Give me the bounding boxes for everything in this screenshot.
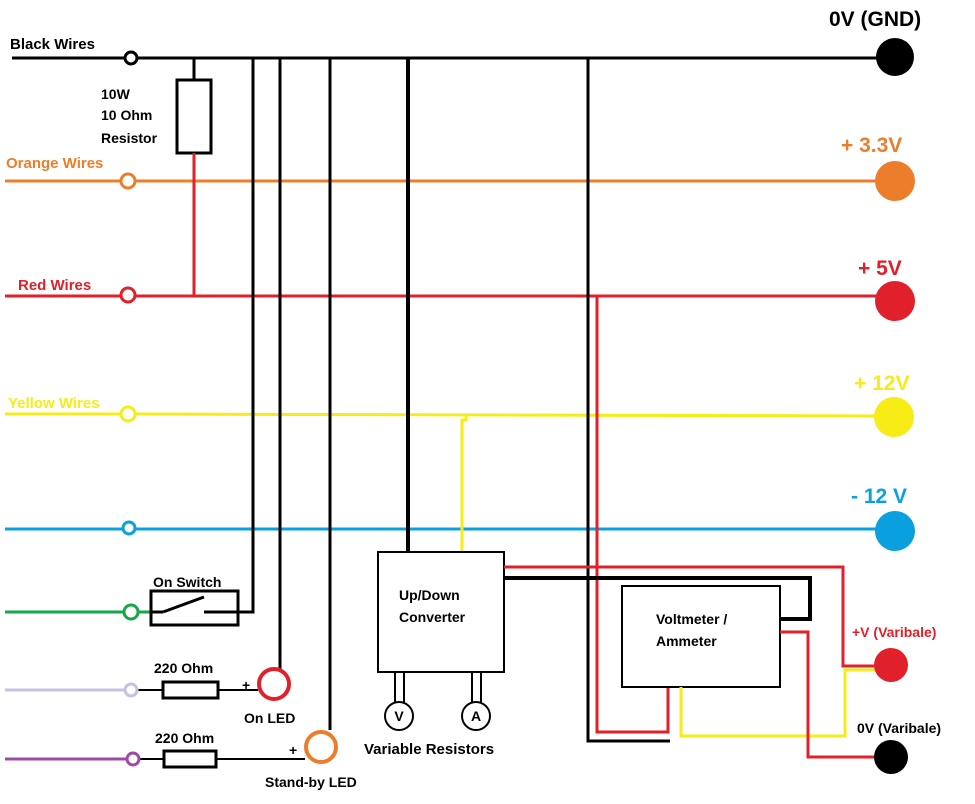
- purple-wire: [5, 751, 164, 767]
- converter-label-line1: Up/Down: [399, 587, 460, 603]
- lavender-wire: [5, 682, 163, 698]
- meter-ground-wire: [586, 58, 670, 743]
- meter-power-wire: [595, 296, 670, 734]
- v5-label: + 5V: [858, 257, 902, 280]
- v33-terminal: [875, 161, 915, 201]
- on-switch: [149, 589, 240, 627]
- vneg12-terminal: [875, 511, 915, 551]
- standby-led-circuit: [162, 730, 338, 769]
- yellow-wires-label: Yellow Wires: [8, 395, 100, 412]
- orange-rail: [5, 161, 915, 201]
- v0-output-label: 0V (Varibale): [857, 720, 941, 736]
- vplus-terminal: [874, 648, 908, 682]
- v12-terminal: [874, 397, 914, 437]
- orange-wires-label: Orange Wires: [6, 155, 103, 172]
- red-wire-terminal: [119, 286, 137, 304]
- red-wires-label: Red Wires: [18, 277, 91, 294]
- on-led: [257, 667, 291, 701]
- gnd-label: 0V (GND): [829, 8, 921, 31]
- switch-lever: [162, 595, 205, 614]
- meter-label-line1: Voltmeter /: [656, 611, 727, 627]
- on-led-label: On LED: [244, 710, 295, 726]
- on-led-plus: +: [242, 677, 250, 693]
- v0-terminal: [874, 740, 908, 774]
- black-rail: [12, 38, 914, 76]
- meter-sense-wire: [679, 668, 880, 738]
- v33-label: + 3.3V: [841, 134, 902, 157]
- resistor-body: [175, 78, 213, 155]
- red-rail: [5, 281, 915, 321]
- resistor-label-line3: Resistor: [101, 130, 158, 146]
- converter-negative-output: [504, 576, 812, 621]
- v5-terminal: [875, 281, 915, 321]
- blue-wire-terminal: [121, 520, 137, 536]
- converter-label-line2: Converter: [399, 609, 466, 625]
- converter-body: [377, 551, 505, 673]
- resistor-label-line2: 10 Ohm: [101, 107, 152, 123]
- load-resistor: [175, 58, 213, 296]
- switch-ground-wire: [238, 58, 255, 614]
- standby-led-resistor: [162, 749, 218, 769]
- vplus-output-label: +V (Varibale): [852, 624, 936, 640]
- vneg12-label: - 12 V: [851, 485, 907, 508]
- variable-resistors-label: Variable Resistors: [364, 741, 494, 758]
- meter: [621, 585, 781, 688]
- on-switch-label: On Switch: [153, 574, 221, 590]
- converter: [377, 551, 505, 731]
- lavender-wire-terminal: [123, 682, 139, 698]
- orange-wire-terminal: [119, 172, 137, 190]
- blue-rail: [5, 511, 915, 551]
- yellow-rail: [5, 397, 914, 437]
- current-pot-label: A: [471, 708, 481, 724]
- black-wire-terminal: [123, 50, 139, 66]
- standby-led: [304, 730, 338, 764]
- converter-positive-output: [504, 565, 880, 668]
- switch-body: [149, 589, 240, 627]
- resistor-label-line1: 10W: [101, 86, 131, 102]
- standby-led-resistor-label: 220 Ohm: [155, 730, 214, 746]
- yellow-wire-terminal: [119, 405, 137, 423]
- meter-output-wire: [780, 630, 880, 759]
- meter-label-line2: Ammeter: [656, 633, 717, 649]
- on-led-resistor: [161, 680, 220, 700]
- on-led-resistor-label: 220 Ohm: [154, 660, 213, 676]
- gnd-terminal: [876, 38, 914, 76]
- standby-led-plus: +: [289, 742, 297, 758]
- v12-label: + 12V: [854, 372, 909, 395]
- on-led-circuit: [161, 667, 291, 701]
- purple-wire-terminal: [125, 751, 141, 767]
- green-wire: [5, 603, 152, 621]
- voltage-pot: [384, 701, 414, 731]
- green-wire-terminal: [122, 603, 140, 621]
- black-wires-label: Black Wires: [10, 36, 95, 53]
- current-pot: [461, 701, 491, 731]
- converter-power-wire: [460, 416, 468, 553]
- standby-led-label: Stand-by LED: [265, 774, 357, 790]
- meter-body: [621, 585, 781, 688]
- voltage-pot-label: V: [394, 708, 404, 724]
